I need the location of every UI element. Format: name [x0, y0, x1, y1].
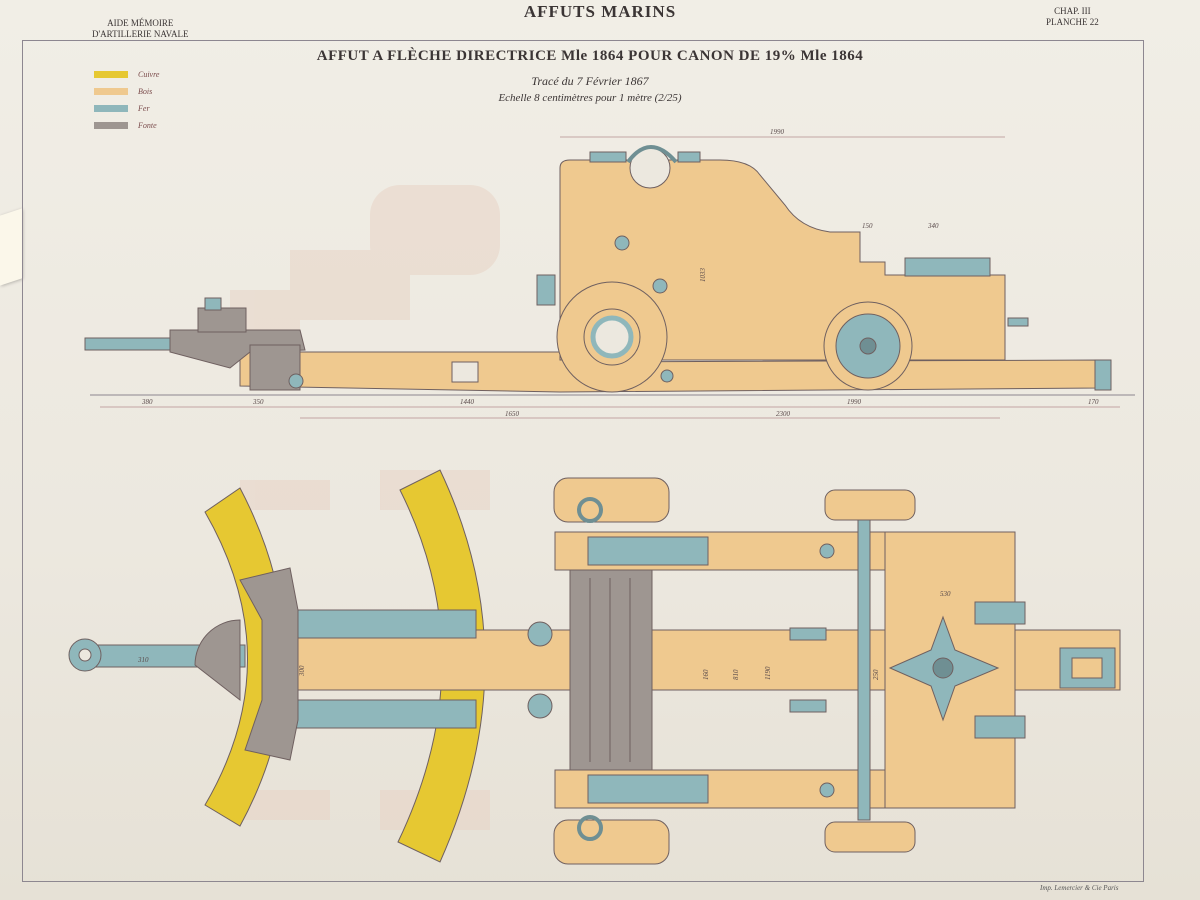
- plan-side-bracket: [974, 601, 1026, 625]
- legend-item-cuivre: Cuivre: [94, 66, 159, 83]
- plan-transom-strap: [587, 774, 709, 804]
- plan-axle-block: [569, 569, 653, 771]
- dim-label: 530: [940, 590, 951, 598]
- plan-front-wheel-bottom: [553, 819, 670, 865]
- dim-label: 1990: [847, 398, 862, 406]
- plan-brass-arc-rear: [397, 469, 486, 863]
- side-bolt: [660, 369, 674, 383]
- plan-trail-strap: [295, 609, 477, 639]
- plan-pivot-segment: [194, 619, 241, 702]
- plan-bolt: [819, 543, 835, 559]
- side-bolt: [614, 235, 630, 251]
- printer-credit: Imp. Lemercier & Cie Paris: [1040, 884, 1119, 892]
- drawing-date: Tracé du 7 Février 1867: [531, 74, 649, 88]
- dim-label: 1650: [505, 410, 520, 418]
- side-pivot-block: [197, 307, 247, 333]
- drawing-title: AFFUT A FLÈCHE DIRECTRICE Mle 1864 POUR …: [316, 48, 864, 64]
- plan-pivot-eye-hole: [78, 648, 92, 662]
- plate-border: [22, 40, 1144, 882]
- dim-label: 340: [927, 222, 939, 230]
- plan-trail-end-inner: [1071, 657, 1103, 679]
- header-right-line2: PLANCHE 22: [1046, 17, 1099, 27]
- plan-front-crosshead: [239, 567, 299, 761]
- header-right-caption: CHAP. III PLANCHE 22: [1046, 6, 1099, 28]
- header-title: AFFUTS MARINS: [523, 2, 677, 21]
- materials-legend: Cuivre Bois Fer Fonte: [94, 66, 159, 134]
- header-left-caption: AIDE MÉMOIRE D'ARTILLERIE NAVALE: [92, 18, 189, 40]
- dim-label: 160: [702, 669, 710, 680]
- dim-label: 1990: [770, 128, 785, 136]
- legend-swatch-fonte: [94, 122, 128, 129]
- side-pivot-bar: [84, 337, 176, 351]
- dim-label: 810: [732, 669, 740, 680]
- legend-label-fer: Fer: [138, 104, 150, 113]
- header-left-line2: D'ARTILLERIE NAVALE: [92, 29, 189, 39]
- side-front-hub: [590, 315, 634, 359]
- side-rear-hub-center: [859, 337, 877, 355]
- side-bolt: [652, 278, 668, 294]
- plan-wheel-eye: [577, 497, 603, 523]
- side-fitting-plate: [904, 257, 991, 277]
- legend-label-bois: Bois: [138, 87, 153, 96]
- side-pivot-top: [204, 297, 222, 311]
- side-trail-plate: [451, 361, 479, 383]
- dim-label: 350: [252, 398, 264, 406]
- plan-wheel-eye: [577, 815, 603, 841]
- plan-transom-strap: [587, 536, 709, 566]
- plan-side-bracket: [974, 715, 1026, 739]
- plan-bolt: [819, 782, 835, 798]
- dim-label: 380: [141, 398, 153, 406]
- plan-front-wheel-top: [553, 477, 670, 523]
- dim-label: 250: [872, 669, 880, 680]
- legend-swatch-cuivre: [94, 71, 128, 78]
- dim-label: 1033: [699, 268, 707, 283]
- plan-front-roller: [527, 621, 553, 647]
- dim-label: 1440: [460, 398, 475, 406]
- side-rear-bracket: [1007, 317, 1029, 327]
- plan-rear-wheel-bottom: [824, 821, 916, 853]
- legend-label-fonte: Fonte: [138, 121, 157, 130]
- header-left-line1: AIDE MÉMOIRE: [107, 18, 174, 28]
- dim-label: 1190: [764, 666, 772, 680]
- header-right-line1: CHAP. III: [1054, 6, 1091, 16]
- legend-item-fer: Fer: [94, 100, 159, 117]
- side-top-fitting: [589, 151, 627, 163]
- side-lifting-handle: [626, 145, 678, 164]
- plan-rear-wheel-top: [824, 489, 916, 521]
- legend-item-bois: Bois: [94, 83, 159, 100]
- side-front-roller: [536, 274, 556, 306]
- drawing-scale: Echelle 8 centimètres pour 1 mètre (2/25…: [498, 92, 682, 104]
- side-trail-head-bolt: [288, 373, 304, 389]
- plan-rear-pivot-center: [932, 657, 954, 679]
- side-trail-end-iron: [1094, 359, 1112, 391]
- plan-small-plate: [789, 627, 827, 641]
- legend-swatch-fer: [94, 105, 128, 112]
- plan-view: [68, 469, 1121, 865]
- dim-label: 300: [298, 665, 306, 677]
- legend-label-cuivre: Cuivre: [138, 70, 160, 79]
- legend-swatch-bois: [94, 88, 128, 95]
- side-top-fitting-2: [677, 151, 701, 163]
- plan-rear-axle: [857, 519, 871, 821]
- dim-label: 2300: [776, 410, 791, 418]
- plan-front-roller: [527, 693, 553, 719]
- plan-trail-strap: [295, 699, 477, 729]
- plan-small-plate: [789, 699, 827, 713]
- dim-label: 170: [1088, 398, 1099, 406]
- legend-item-fonte: Fonte: [94, 117, 159, 134]
- dim-label: 150: [862, 222, 873, 230]
- side-elevation: [84, 136, 1135, 419]
- dim-label: 310: [137, 656, 149, 664]
